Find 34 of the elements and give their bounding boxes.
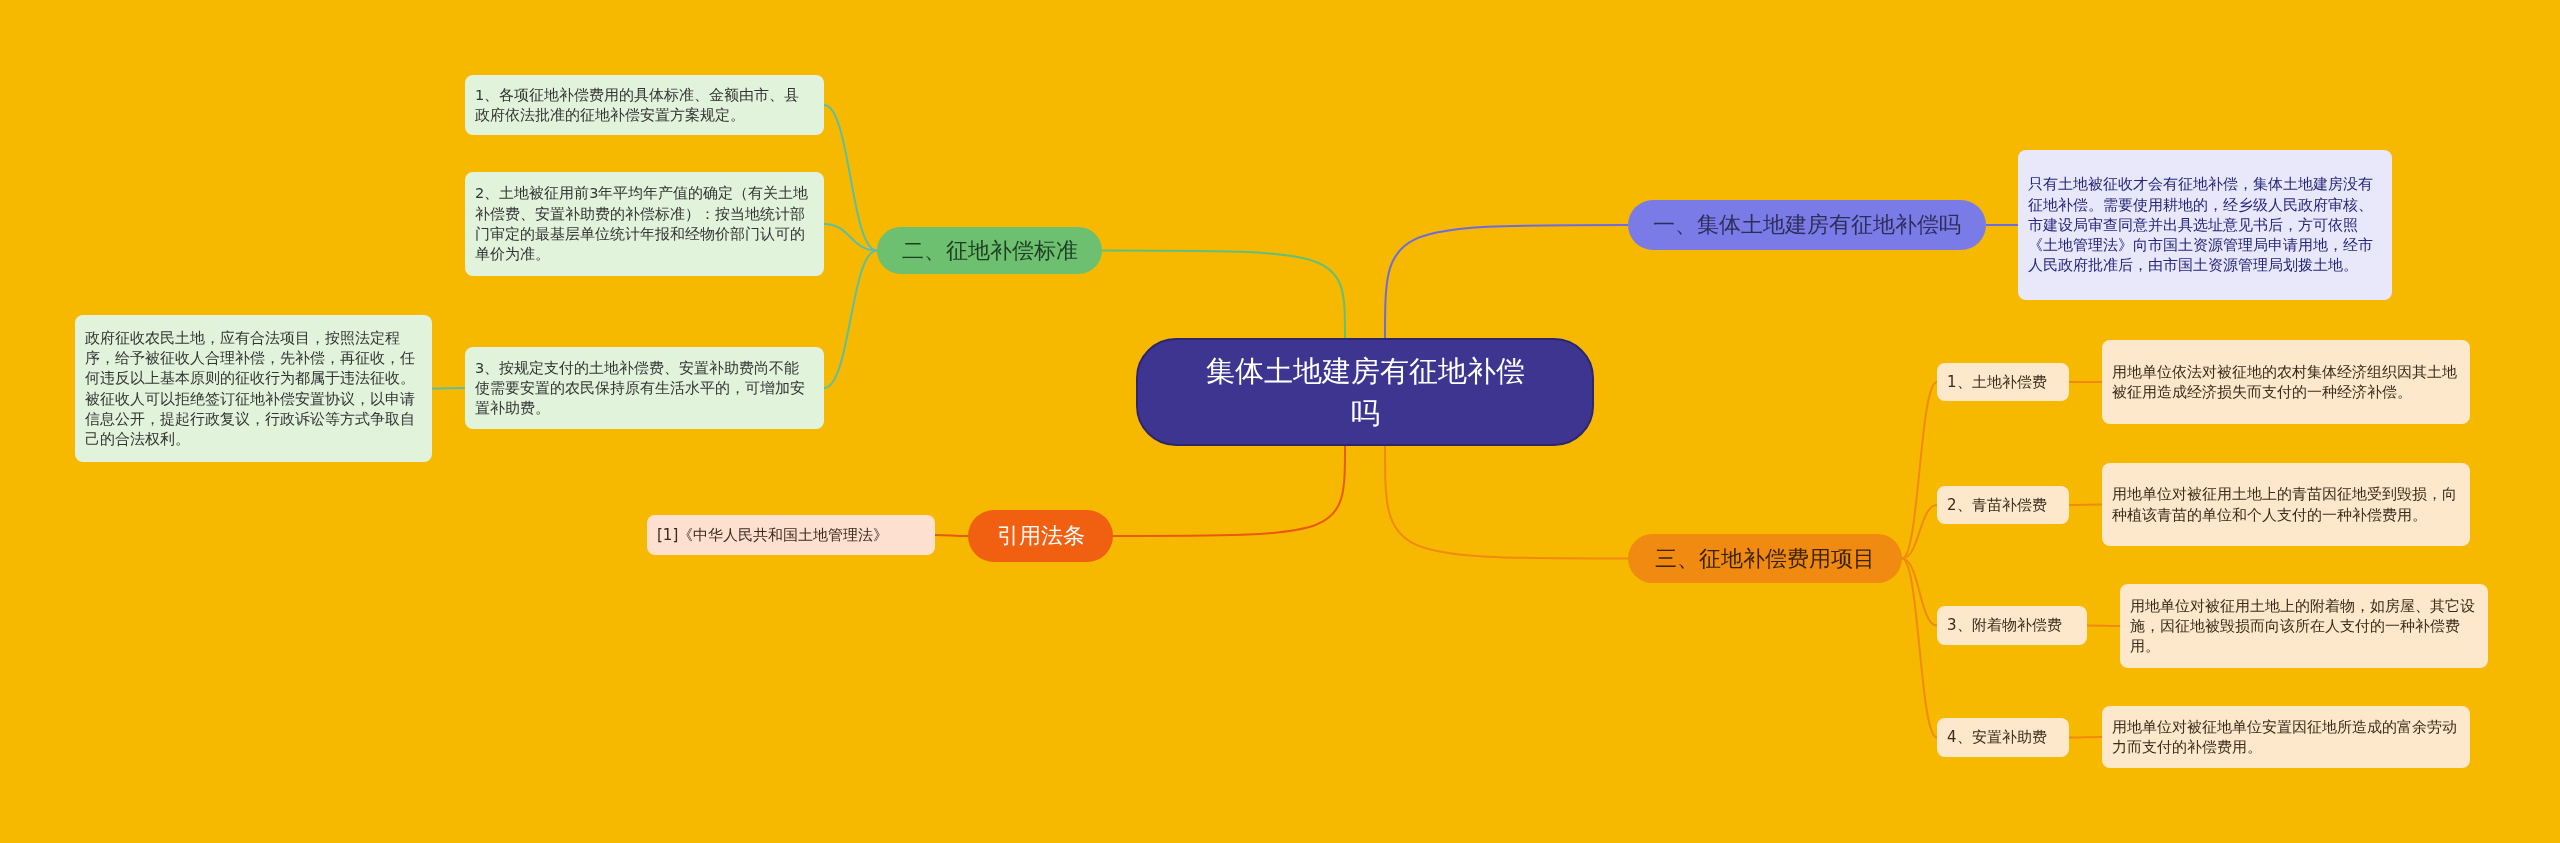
connector	[1101, 249, 1346, 339]
connector	[1901, 557, 1938, 739]
note-box: 只有土地被征收才会有征地补偿，集体土地建房没有征地补偿。需要使用耕地的，经乡级人民政府审核、市建设局审查同意并出具选址意见书后，方可依照《土地管理法》向市国土资源管理局申请用地，经市人民政府批准后，由市国土资源管理局划拨土地。	[2018, 150, 2392, 300]
note-box: 用地单位对被征用土地上的附着物，如房屋、其它设施，因征地被毁损而向该所在人支付的一种补偿费用。	[2120, 584, 2488, 668]
subtopic-box: 3、附着物补偿费	[1937, 606, 2087, 645]
central-topic: 集体土地建房有征地补偿吗	[1136, 338, 1594, 446]
citation-box: [1]《中华人民共和国土地管理法》	[647, 515, 935, 555]
note-box: 用地单位依法对被征地的农村集体经济组织因其土地被征用造成经济损失而支付的一种经济补偿。	[2102, 340, 2470, 424]
subtopic-box: 4、安置补助费	[1937, 718, 2069, 757]
connector	[934, 534, 969, 537]
note-box: 1、各项征地补偿费用的具体标准、金额由市、县政府依法批准的征地补偿安置方案规定。	[465, 75, 824, 135]
connector	[1384, 224, 1629, 339]
note-box: 2、土地被征用前3年平均年产值的确定（有关土地补偿费、安置补助费的补偿标准）：按当地统计部门审定的最基层单位统计年报和经物价部门认可的单价为准。	[465, 172, 824, 276]
connector	[1901, 381, 1938, 560]
branch-topic: 二、征地补偿标准	[877, 227, 1102, 274]
connector	[2068, 503, 2103, 506]
connector	[2068, 381, 2103, 383]
branch-topic: 引用法条	[968, 510, 1113, 562]
connector	[823, 249, 878, 389]
connector	[823, 223, 878, 252]
connector	[2086, 624, 2121, 627]
subtopic-box: 2、青苗补偿费	[1937, 486, 2069, 524]
connector	[2068, 736, 2103, 739]
connector	[1985, 224, 2019, 226]
note-box: 用地单位对被征地单位安置因征地所造成的富余劳动力而支付的补偿费用。	[2102, 706, 2470, 768]
connector	[1112, 445, 1346, 537]
note-box: 3、按规定支付的土地补偿费、安置补助费尚不能使需要安置的农民保持原有生活水平的，可增加安置补助费。	[465, 347, 824, 429]
note-box: 政府征收农民土地，应有合法项目，按照法定程序，给予被征收人合理补偿，先补偿，再征收，任何违反以上基本原则的征收行为都属于违法征收。被征收人可以拒绝签订征地补偿安置协议，以申请信息公开，提起行政复议，行政诉讼等方式争取自己的合法权利。	[75, 315, 432, 462]
note-box: 用地单位对被征用土地上的青苗因征地受到毁损，向种植该青苗的单位和个人支付的一种补偿费用。	[2102, 463, 2470, 546]
connector	[431, 387, 466, 390]
branch-topic: 三、征地补偿费用项目	[1628, 534, 1902, 583]
subtopic-box: 1、土地补偿费	[1937, 363, 2069, 401]
connector	[1384, 445, 1629, 560]
branch-topic: 一、集体土地建房有征地补偿吗	[1628, 200, 1986, 250]
